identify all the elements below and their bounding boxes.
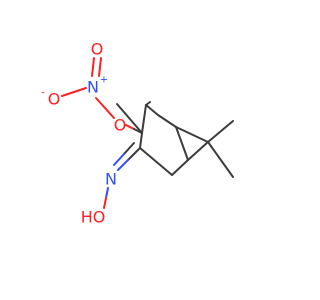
bond-c2-c1-stub [145, 101, 151, 106]
bond-c2-c1-a [145, 104, 159, 116]
bond-n-o-double-a [91, 57, 95, 77]
bond-c3-methyl [116, 103, 143, 134]
charge-plus: + [100, 75, 108, 86]
bond-c3-c4 [139, 132, 143, 149]
bond-n-oh-red [103, 197, 107, 209]
bond-c5-c6 [171, 159, 189, 176]
atom-oxygen-top: O [91, 40, 104, 59]
bond-o-c-ester-red [125, 124, 135, 130]
bond-c4-n-a-blue [117, 159, 129, 171]
molecule-diagram: O O - N + O N HO [41, 39, 234, 227]
bond-c6-c7 [187, 141, 209, 161]
bond-c4-n-a-gray [127, 147, 141, 161]
bond-c4-n-b-blue [113, 153, 125, 166]
bond-n-o-ester [95, 97, 115, 119]
bond-c1-c6 [175, 126, 189, 161]
atom-nitrogen-oxime: N [105, 170, 117, 189]
bond-c3-c2 [141, 104, 147, 134]
structure-drawing: O O - N + O N HO [41, 40, 234, 227]
atom-oxygen-anion: O [48, 90, 61, 109]
bond-c7-methyl-bottom [207, 141, 234, 178]
charge-minus: - [41, 88, 45, 99]
atom-oxygen-ester: O [114, 116, 127, 135]
bond-c4-n-b-gray [123, 142, 135, 155]
bond-n-o-single-anion [61, 87, 87, 97]
bond-c1-c7 [175, 126, 209, 143]
bond-c4-c5 [139, 147, 173, 176]
bond-n-o-double-b [98, 57, 102, 77]
atom-hydroxyl: HO [81, 208, 106, 227]
bond-c7-methyl-top [207, 120, 234, 143]
bond-c2-c1-b [157, 114, 177, 128]
bond-n-oh-blue [105, 187, 109, 199]
atom-nitrogen-nitrate: N [87, 78, 99, 97]
